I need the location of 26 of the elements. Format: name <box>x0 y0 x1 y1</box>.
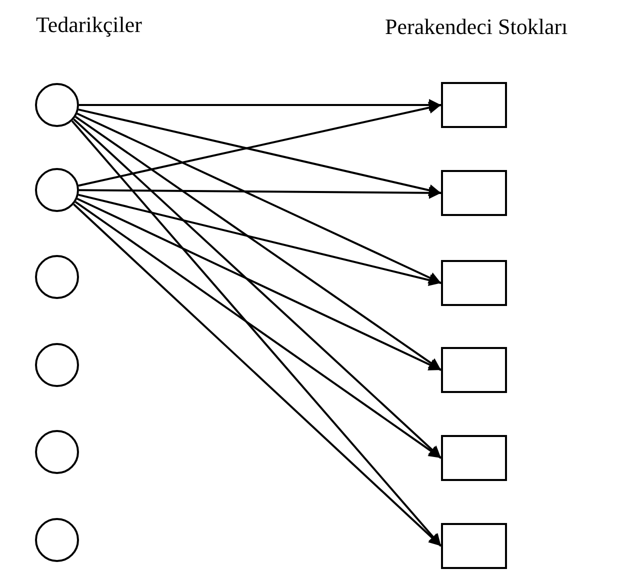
arrow <box>73 204 442 547</box>
stock-box <box>441 523 507 569</box>
arrow <box>73 118 442 459</box>
arrow <box>78 102 442 187</box>
stock-box <box>441 82 507 128</box>
stock-box <box>441 435 507 481</box>
supplier-circle <box>35 430 79 474</box>
supplier-circle <box>35 255 79 299</box>
arrow <box>75 116 442 371</box>
column-heading: Tedarikçiler <box>36 12 142 38</box>
arrow <box>78 194 442 286</box>
supplier-circle <box>35 83 79 127</box>
supplier-circle <box>35 343 79 387</box>
supplier-circle <box>35 168 79 212</box>
arrow <box>78 108 442 196</box>
arrow <box>74 201 442 459</box>
stock-box <box>441 347 507 393</box>
stock-box <box>441 260 507 306</box>
stock-box <box>441 170 507 216</box>
arrow <box>79 99 441 111</box>
supplier-circle <box>35 518 79 562</box>
arrow <box>76 112 442 284</box>
arrow <box>71 120 442 547</box>
arrow <box>76 198 442 371</box>
column-heading: Perakendeci Stokları <box>385 14 568 40</box>
arrow <box>79 186 441 199</box>
